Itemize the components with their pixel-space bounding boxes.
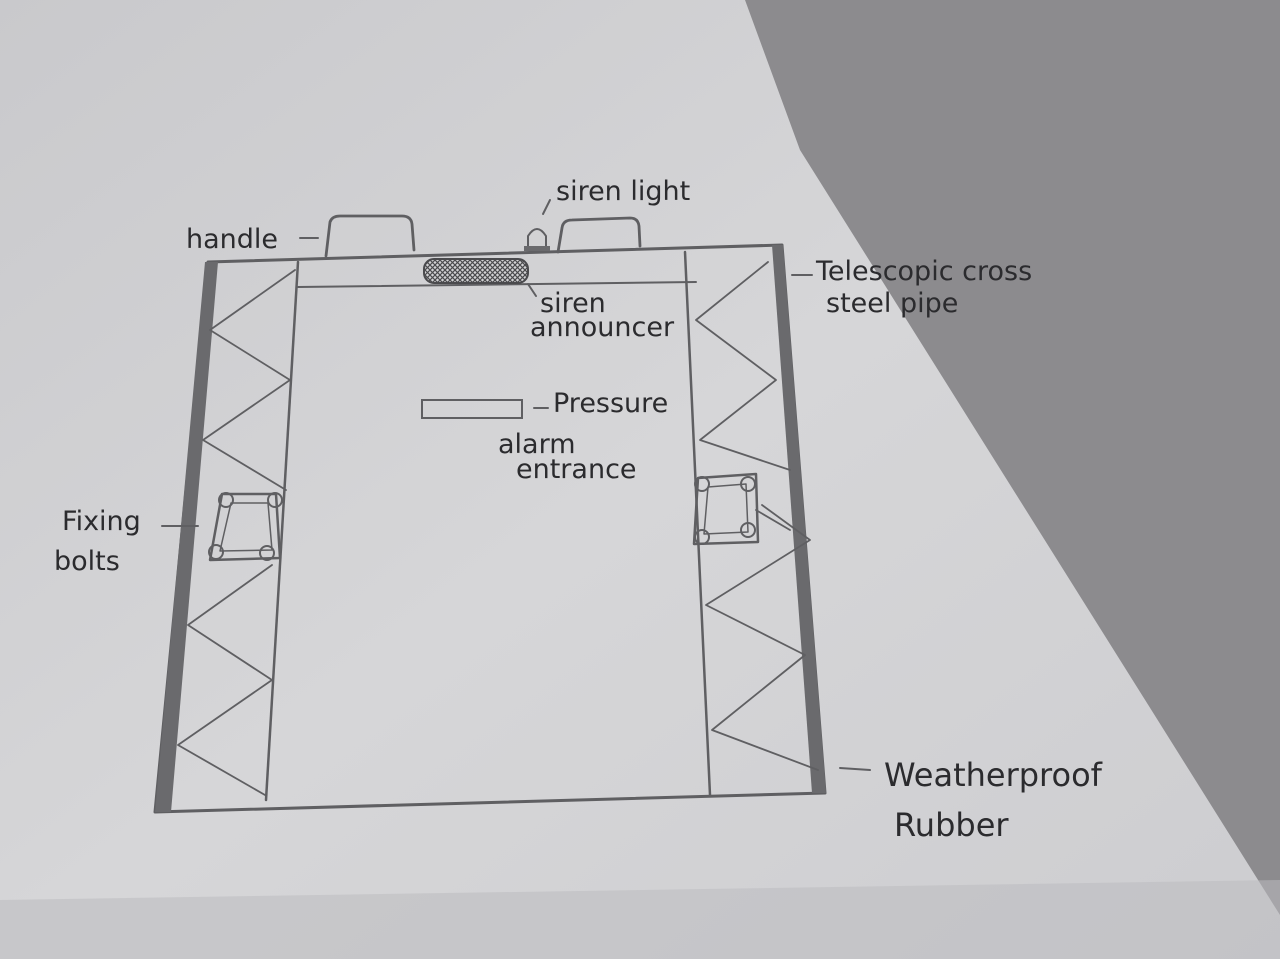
right-rubber-strip [772, 245, 826, 793]
label-siren-announcer-line2: announcer [530, 312, 675, 343]
paper-shadow [0, 880, 1280, 959]
label-pressure-line3: entrance [516, 454, 637, 485]
bolt-icon [218, 492, 234, 508]
label-handle: handle [186, 224, 278, 255]
label-pressure-line2: alarm [498, 429, 576, 460]
bolt-icon [208, 544, 224, 560]
right-telescopic-pipe [695, 261, 819, 771]
handle-right [556, 216, 642, 254]
fixing-bolt-left [208, 492, 283, 562]
door-frame [153, 243, 827, 814]
bolt-icon [740, 522, 756, 538]
handle-left [324, 214, 416, 258]
bolt-icon [740, 476, 756, 492]
siren-announcer-icon [423, 258, 529, 284]
label-pressure-line1: Pressure [553, 388, 668, 419]
pressure-alarm-bar [421, 399, 523, 419]
fixing-bolt-right [692, 472, 791, 546]
label-siren-announcer-line1: siren [540, 288, 606, 319]
label-telescopic-line2: steel pipe [826, 288, 958, 319]
label-siren-light: siren light [556, 176, 690, 207]
label-fixing-line2: bolts [54, 546, 120, 577]
left-rubber-strip [155, 262, 218, 812]
label-rubber-line1: Weatherproof [884, 756, 1103, 794]
bolt-icon [267, 492, 283, 508]
siren-light-icon [524, 228, 550, 251]
label-fixing-line1: Fixing [62, 506, 141, 537]
bolt-icon [694, 476, 710, 492]
leader-lines [161, 199, 871, 771]
label-telescopic-line1: Telescopic cross [815, 256, 1032, 287]
bolt-icon [259, 545, 275, 561]
label-rubber-line2: Rubber [894, 806, 1009, 844]
left-telescopic-pipe [177, 269, 296, 796]
bolt-icon [694, 529, 710, 545]
